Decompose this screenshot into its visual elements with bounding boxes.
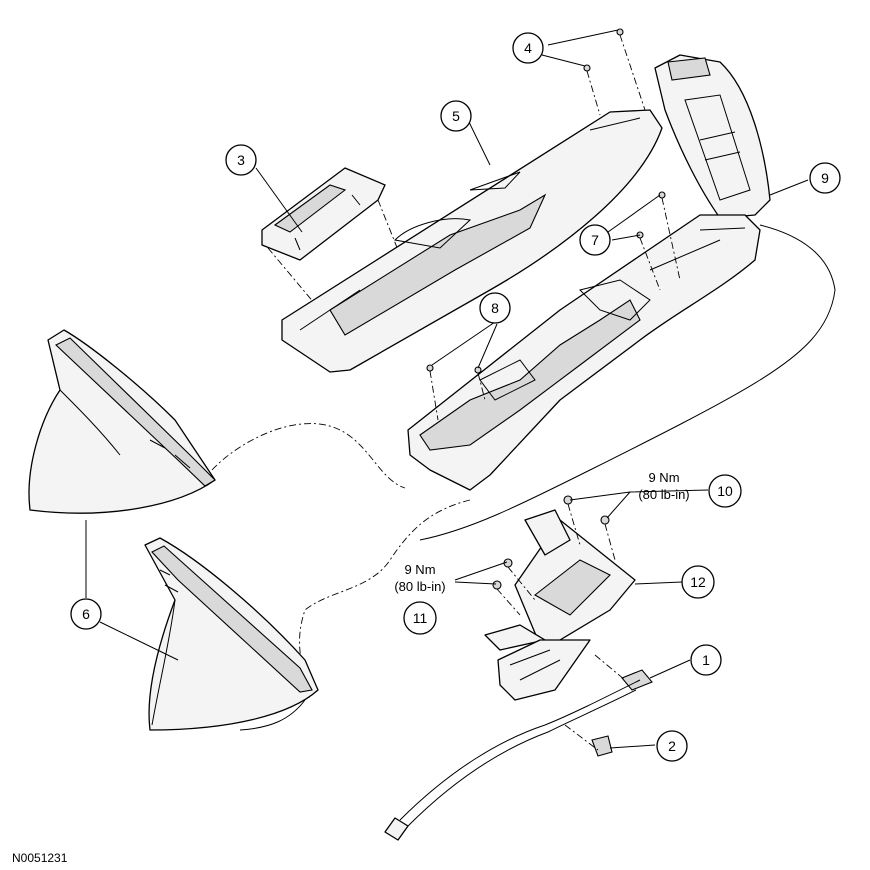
- callout-4-number: 4: [524, 40, 532, 56]
- callout-7: 7: [579, 224, 611, 256]
- storage-bin-insert: [261, 167, 386, 261]
- leader-lines: [85, 29, 809, 749]
- torque-11-value: 9 Nm: [404, 562, 435, 577]
- callout-6: 6: [70, 598, 102, 630]
- bolt-fasteners-item-11: [492, 558, 536, 616]
- side-trim-panel-lower: [144, 537, 319, 731]
- retaining-clip: [591, 735, 613, 757]
- callout-10: 10: [708, 474, 742, 508]
- callout-2: 2: [656, 730, 688, 762]
- callout-9-number: 9: [821, 170, 829, 186]
- torque-10-alt: (80 lb-in): [638, 487, 689, 502]
- side-trim-panel-upper: [28, 329, 216, 514]
- callout-4: 4: [512, 32, 544, 64]
- callout-5-number: 5: [452, 108, 460, 124]
- console-top-panel: [281, 109, 663, 373]
- callout-6-number: 6: [82, 606, 90, 622]
- callout-12-number: 12: [690, 574, 706, 590]
- callout-11-number: 11: [413, 610, 428, 626]
- shifter-assembly: [484, 509, 636, 701]
- callout-2-number: 2: [668, 738, 676, 754]
- callout-3-number: 3: [237, 152, 245, 168]
- torque-11-alt: (80 lb-in): [394, 579, 445, 594]
- console-base: [407, 214, 761, 491]
- callout-5: 5: [440, 100, 472, 132]
- console-floor-outline: [239, 224, 836, 731]
- reference-id: N0051231: [12, 851, 68, 865]
- console-outline-dashed: [211, 423, 471, 701]
- callout-11: 11: [403, 601, 437, 635]
- armrest-lid: [654, 54, 771, 219]
- callout-12: 12: [681, 565, 715, 599]
- callout-8: 8: [479, 292, 511, 324]
- torque-10-value: 9 Nm: [648, 470, 679, 485]
- callout-3: 3: [225, 144, 257, 176]
- shift-cable: [399, 679, 641, 821]
- nut-fasteners-item-10: [563, 495, 616, 561]
- callout-1: 1: [690, 644, 722, 676]
- callout-10-number: 10: [717, 483, 733, 499]
- callout-9: 9: [809, 162, 841, 194]
- callout-7-number: 7: [591, 232, 599, 248]
- callout-1-number: 1: [702, 652, 710, 668]
- screw-fasteners-item-4: [583, 28, 646, 116]
- callout-8-number: 8: [491, 300, 499, 316]
